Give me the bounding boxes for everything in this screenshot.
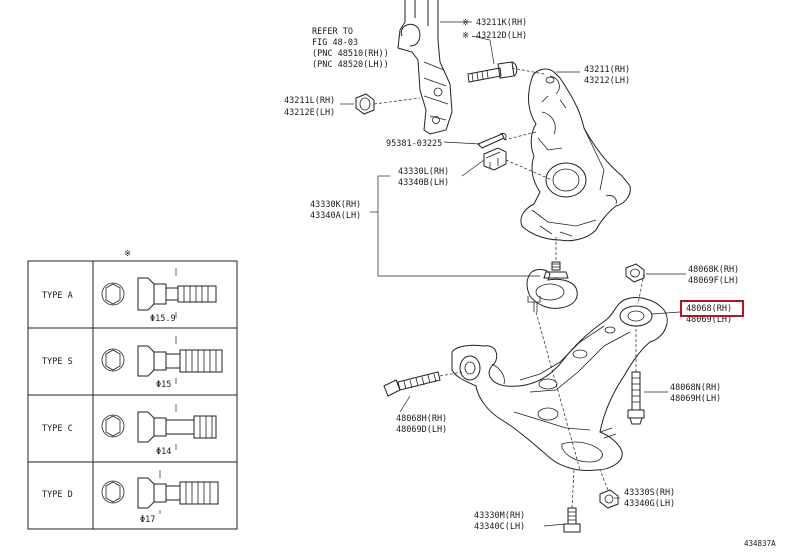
- nut-right: [625, 263, 645, 283]
- selected-part-highlight: [680, 300, 744, 317]
- label-bolt-left-lh: 48069D(LH): [396, 425, 447, 435]
- table-type-label: TYPE A: [42, 291, 73, 301]
- nut-left: [355, 93, 375, 115]
- table-header-mark: ※: [124, 249, 131, 259]
- lower-control-arm: [451, 297, 668, 471]
- cotter-pin: [477, 133, 507, 149]
- table-type-label: TYPE D: [42, 490, 73, 500]
- assembly-lines: [373, 67, 645, 509]
- hub-bolt-type-table: ※ TYPE A Φ15.9 TYPE S Φ15: [27, 249, 238, 530]
- bolt-right: [627, 371, 645, 425]
- label-castle-nut-rh: 43330L(RH): [398, 167, 449, 177]
- ball-joint: [526, 261, 578, 312]
- label-castle-nut-lh: 43340B(LH): [398, 178, 449, 188]
- bolt-bottom: [563, 507, 581, 533]
- leader-lines: [340, 21, 686, 527]
- strut-bracket: [397, 0, 453, 135]
- bolt-top: [467, 61, 518, 83]
- label-nut-left-rh: 43211L(RH): [284, 96, 335, 106]
- label-bolt-bottom-rh: 43330M(RH): [474, 511, 525, 521]
- label-nut-left-lh: 43212E(LH): [284, 108, 335, 118]
- label-bolt-bottom-lh: 43340C(LH): [474, 522, 525, 532]
- label-arm-lh: 48069(LH): [686, 315, 732, 325]
- table-diameter-label: Φ14: [156, 447, 171, 457]
- label-bolt-left-rh: 48068H(RH): [396, 414, 447, 424]
- castle-nut: [483, 147, 507, 171]
- table-diameter-label: Φ15: [156, 380, 171, 390]
- asterisk-mark-1: ※: [462, 18, 469, 28]
- label-bolt-top-lh: 43212D(LH): [476, 31, 527, 41]
- label-ball-joint-lh: 43340A(LH): [310, 211, 361, 221]
- label-knuckle-rh: 43211(RH): [584, 65, 630, 75]
- asterisk-mark-2: ※: [462, 31, 469, 41]
- label-cotter-pin: 95381-03225: [386, 139, 442, 149]
- figure-code: 434837A: [744, 539, 776, 548]
- refer-note-line3: (PNC 48510(RH)): [312, 49, 389, 59]
- label-nut-right-rh: 48068K(RH): [688, 265, 739, 275]
- hub-bolt-icon: [101, 268, 217, 318]
- hub-bolt-icon: [101, 404, 217, 450]
- refer-note-line2: FIG 48-03: [312, 38, 358, 48]
- table-diameter-label: Φ15.9: [150, 314, 176, 324]
- label-nut-bottom-lh: 43340G(LH): [624, 499, 675, 509]
- label-bolt-top-rh: 43211K(RH): [476, 18, 527, 28]
- label-bolt-right-lh: 48069H(LH): [670, 394, 721, 404]
- label-arm-rh: 48068(RH): [686, 304, 732, 314]
- label-ball-joint-rh: 43330K(RH): [310, 200, 361, 210]
- label-bolt-right-rh: 48068N(RH): [670, 383, 721, 393]
- label-knuckle-lh: 43212(LH): [584, 76, 630, 86]
- refer-note-line1: REFER TO: [312, 27, 353, 37]
- table-type-label: TYPE C: [42, 424, 73, 434]
- label-nut-bottom-rh: 43330S(RH): [624, 488, 675, 498]
- label-nut-right-lh: 48069F(LH): [688, 276, 739, 286]
- steering-knuckle: [520, 68, 631, 242]
- table-diameter-label: Φ17: [140, 515, 155, 525]
- hub-bolt-icon: [101, 336, 223, 384]
- refer-note-line4: (PNC 48520(LH)): [312, 60, 389, 70]
- nut-bottom: [599, 489, 619, 509]
- hub-bolt-icon: [101, 470, 219, 514]
- bolt-left: [383, 371, 441, 397]
- callout-labels: REFER TO FIG 48-03 (PNC 48510(RH)) (PNC …: [284, 18, 776, 548]
- table-type-label: TYPE S: [42, 357, 73, 367]
